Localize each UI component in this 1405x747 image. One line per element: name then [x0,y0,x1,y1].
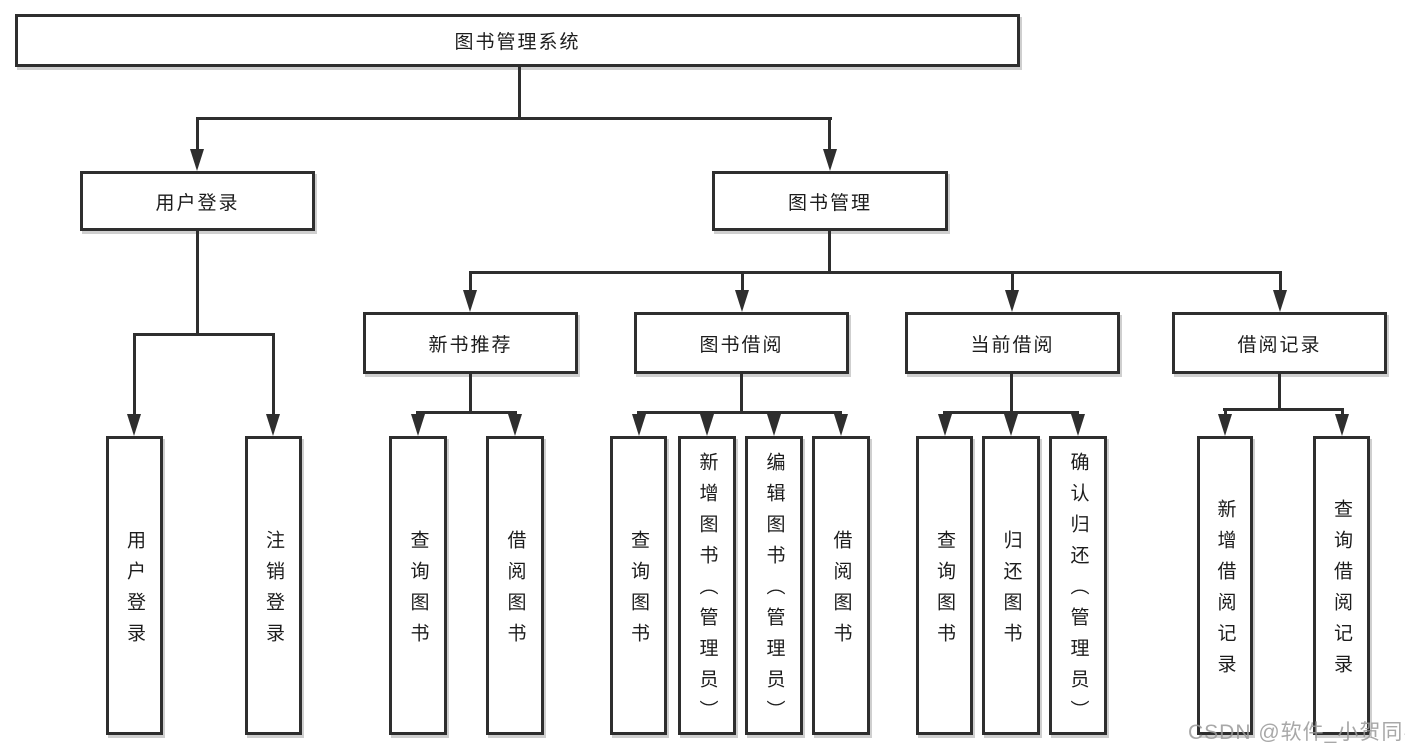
node-library-system-label: 图书管理系统 [454,32,581,53]
arrowhead-down [1218,414,1232,436]
leaf-query-books-borrowing: 查询图书 [610,436,667,735]
arrowhead-down [190,149,204,171]
connector-line [1278,374,1281,410]
leaf-logout-label: 注销登录 [263,529,284,654]
leaf-borrow-books-recommend: 借阅图书 [486,436,544,735]
node-book-management-label: 图书管理 [787,192,872,214]
leaf-query-books-borrowing-label: 查询图书 [628,529,649,654]
leaf-query-borrow-record: 查询借阅记录 [1313,436,1370,735]
arrowhead-down [632,414,646,436]
node-new-book-recommendation: 新书推荐 [363,312,578,374]
node-new-book-recommendation-label: 新书推荐 [428,334,513,356]
arrowhead-down [1071,414,1085,436]
arrowhead-down [735,290,749,312]
connector-line [741,273,744,292]
leaf-return-books: 归还图书 [982,436,1040,735]
leaf-confirm-return-admin: 确认归还（管理员） [1049,436,1107,735]
node-library-system: 图书管理系统 [15,14,1020,67]
arrowhead-down [1273,290,1287,312]
connector-line [469,271,1282,274]
node-borrowing-records-label: 借阅记录 [1237,334,1322,356]
leaf-borrow-books-borrowing-label: 借阅图书 [830,529,852,654]
connector-line [943,411,1079,414]
leaf-add-borrow-record: 新增借阅记录 [1197,436,1253,735]
leaf-query-borrow-record-label: 查询借阅记录 [1331,498,1352,685]
arrowhead-down [1004,414,1018,436]
connector-line [740,374,743,413]
node-book-management: 图书管理 [712,171,948,231]
connector-line [1223,408,1344,411]
connector-line [518,65,521,119]
node-user-login-label: 用户登录 [155,192,240,214]
arrowhead-down [266,414,280,436]
connector-line [1224,411,1227,415]
node-current-borrowing: 当前借阅 [905,312,1120,374]
leaf-edit-books-admin-label: 编辑图书（管理员） [763,452,785,731]
leaf-logout: 注销登录 [245,436,302,735]
arrowhead-down [767,414,781,436]
leaf-query-books-recommend: 查询图书 [389,436,447,735]
arrowhead-down [463,290,477,312]
arrowhead-down [411,414,425,436]
leaf-query-books-recommend-label: 查询图书 [407,529,429,654]
csdn-watermark: CSDN @软件_小贺同学 [1188,721,1405,744]
connector-line [416,411,517,414]
connector-line [469,374,472,413]
connector-line [196,117,832,120]
node-borrowing-records: 借阅记录 [1172,312,1387,374]
leaf-confirm-return-admin-label: 确认归还（管理员） [1067,452,1089,731]
arrowhead-down [1005,290,1019,312]
leaf-borrow-books-borrowing: 借阅图书 [812,436,870,735]
connector-line [196,119,199,151]
arrowhead-down [834,414,848,436]
arrowhead-down [1335,414,1349,436]
leaf-return-books-label: 归还图书 [1000,529,1022,654]
node-current-borrowing-label: 当前借阅 [970,334,1055,356]
connector-line [1011,273,1014,292]
connector-line [1279,273,1282,292]
connector-line [828,231,831,273]
leaf-query-books-current-label: 查询图书 [934,529,955,654]
arrowhead-down [938,414,952,436]
node-user-login: 用户登录 [80,171,315,231]
leaf-query-books-current: 查询图书 [916,436,973,735]
connector-line [272,336,275,416]
node-book-borrowing: 图书借阅 [634,312,849,374]
leaf-user-login-label: 用户登录 [124,529,145,654]
arrowhead-down [823,149,837,171]
arrowhead-down [508,414,522,436]
connector-line [196,231,199,335]
connector-line [637,411,842,414]
connector-line [133,333,275,336]
connector-line [1341,411,1344,415]
arrowhead-down [700,414,714,436]
leaf-add-books-admin-label: 新增图书（管理员） [696,452,718,731]
leaf-user-login: 用户登录 [106,436,163,735]
node-book-borrowing-label: 图书借阅 [699,334,784,356]
arrowhead-down [127,414,141,436]
connector-line [828,119,831,151]
leaf-add-books-admin: 新增图书（管理员） [678,436,736,735]
leaf-edit-books-admin: 编辑图书（管理员） [745,436,803,735]
connector-line [469,273,472,292]
leaf-add-borrow-record-label: 新增借阅记录 [1214,498,1236,685]
connector-line [133,336,136,416]
connector-line [1010,374,1013,413]
leaf-borrow-books-recommend-label: 借阅图书 [504,529,526,654]
